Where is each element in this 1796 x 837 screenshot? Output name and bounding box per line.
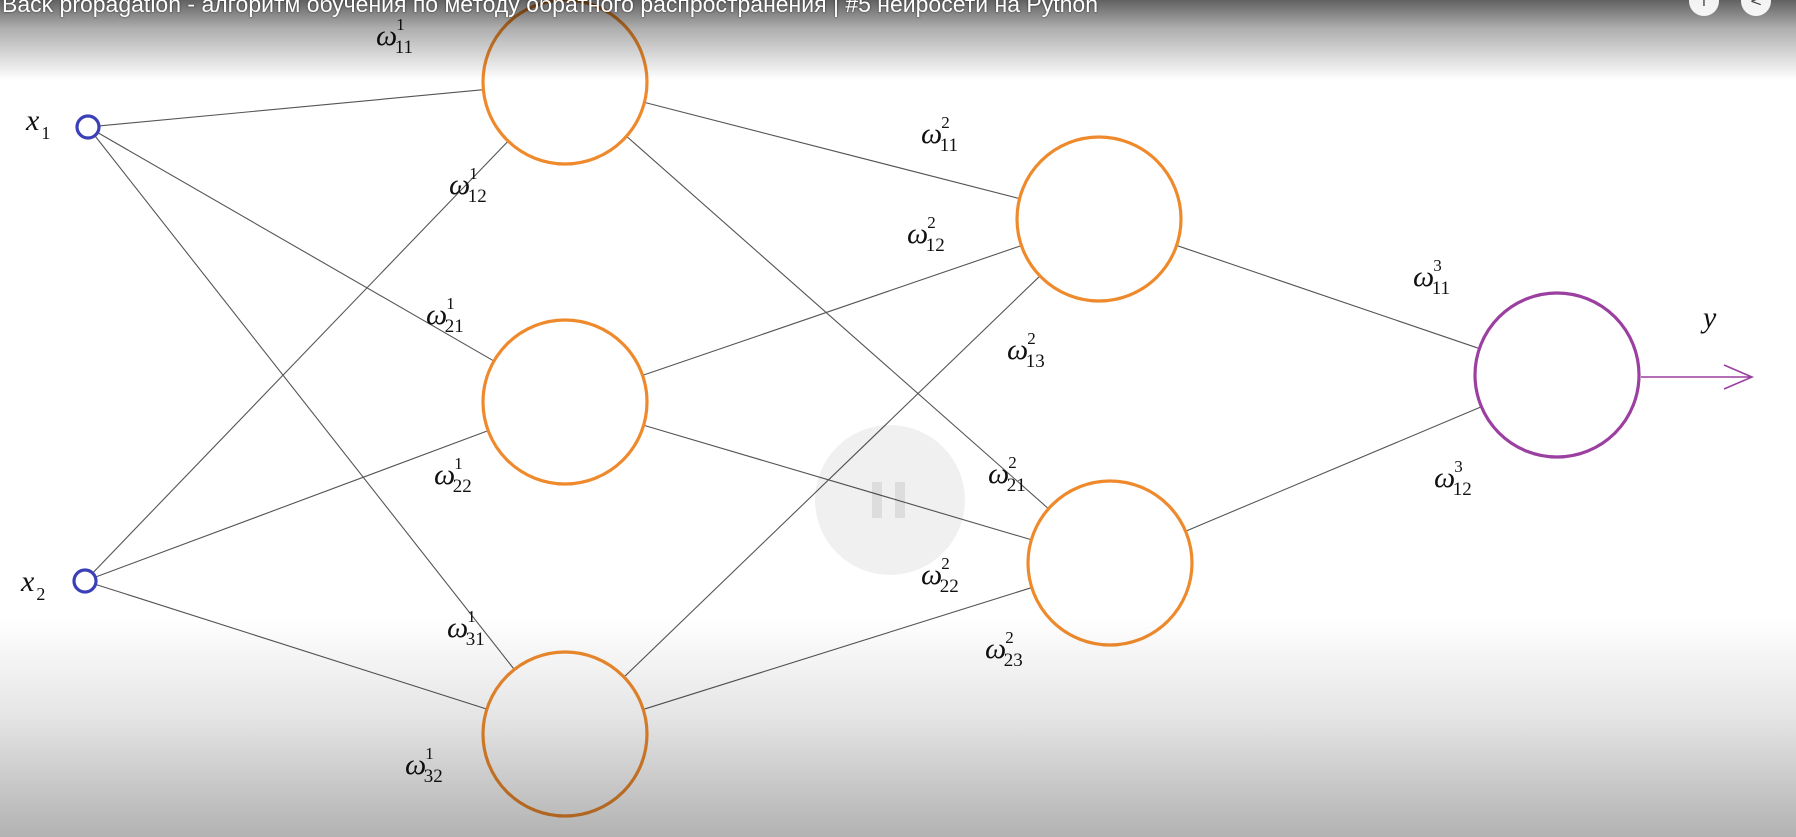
edge-input2-h1n2	[95, 430, 489, 578]
hidden-layer1-node-3	[481, 650, 649, 818]
hidden-layer1-node-1	[481, 0, 649, 166]
hidden-layer1-node-2	[481, 318, 649, 486]
edge-input2-h1n1	[92, 140, 509, 574]
input-node-1	[75, 114, 101, 140]
edge-h1n3-h2n1	[623, 275, 1041, 678]
edge-input1-h1n1	[98, 89, 484, 127]
edge-input1-h1n2	[97, 132, 495, 362]
edge-h2n1-out	[1176, 244, 1480, 350]
info-button[interactable]: i	[1689, 0, 1719, 16]
edge-h1n2-h2n2	[643, 424, 1032, 541]
hidden-layer2-node-1	[1015, 135, 1183, 303]
edge-input2-h1n3	[95, 583, 488, 710]
connection-edges	[92, 89, 1755, 710]
edge-h1n2-h2n1	[642, 245, 1022, 376]
output-label-y: y	[1700, 301, 1717, 334]
output-node	[1473, 291, 1641, 459]
edge-input1-h1n3	[94, 135, 515, 670]
network-nodes	[72, 0, 1641, 818]
edge-h1n1-h2n1	[644, 101, 1020, 200]
video-title[interactable]: Back propagation - алгоритм обучения по …	[2, 0, 1099, 17]
edge-h1n3-h2n2	[643, 587, 1032, 710]
input-node-2	[72, 568, 98, 594]
edge-h1n1-h2n2	[626, 135, 1049, 510]
edge-h2n2-out	[1185, 406, 1482, 532]
share-button[interactable]: <	[1741, 0, 1771, 16]
info-icon: i	[1701, 0, 1707, 10]
output-arrow	[1641, 364, 1755, 390]
share-icon: <	[1749, 0, 1763, 10]
hidden-layer2-node-2	[1026, 479, 1194, 647]
